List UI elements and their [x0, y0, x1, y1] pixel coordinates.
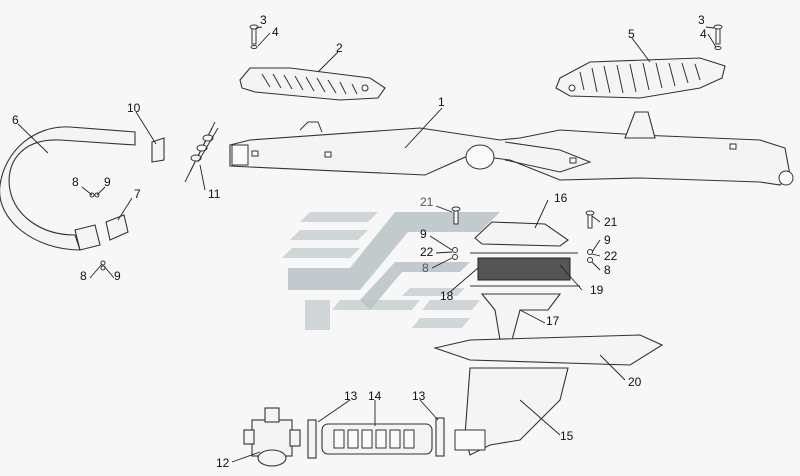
callout-8-center-right: 8	[604, 263, 611, 277]
callout-9-lower: 9	[114, 269, 121, 283]
clips-left-center	[452, 247, 458, 260]
leader-lines	[17, 37, 651, 463]
callout-19: 19	[590, 283, 604, 297]
callout-11: 11	[208, 187, 221, 201]
intake-hose-14	[321, 423, 433, 455]
spring-set-11	[184, 121, 219, 183]
carburetor-12	[243, 407, 301, 467]
callout-2: 2	[336, 41, 343, 55]
callout-labels: 1 2 3 4 3 4 5 6 7 8 9 8 9 10 11 12 13 13…	[12, 13, 707, 470]
bolt-21-left	[451, 206, 461, 225]
callout-12: 12	[216, 456, 230, 470]
callout-4-left: 4	[272, 25, 279, 39]
callout-9-center-right: 9	[604, 233, 611, 247]
exhaust-pipe	[0, 126, 136, 251]
callout-3-left: 3	[260, 13, 267, 27]
callout-15: 15	[560, 429, 574, 443]
heat-shield-right	[555, 57, 726, 99]
center-leaders	[255, 26, 717, 271]
callout-17: 17	[546, 314, 560, 328]
sleeve-10	[151, 137, 165, 163]
callout-9-upper: 9	[104, 175, 111, 189]
filter-housing-17	[480, 293, 562, 341]
tray-20	[432, 334, 664, 366]
callout-1: 1	[438, 95, 445, 109]
gasket-7	[105, 214, 129, 241]
callout-7: 7	[134, 187, 141, 201]
callout-13-right: 13	[412, 389, 426, 403]
bolt-21-right	[585, 210, 595, 229]
callout-22-left: 22	[420, 245, 434, 259]
callout-5: 5	[628, 27, 635, 41]
clip-left-lower	[100, 260, 106, 271]
heat-shield-left	[239, 67, 386, 101]
clamp-13-left	[307, 419, 317, 459]
callout-22-right: 22	[604, 249, 618, 263]
clamp-13-right	[435, 417, 445, 457]
callout-20: 20	[628, 375, 642, 389]
screw-top-left	[249, 24, 259, 49]
callout-8-center-left: 8	[422, 261, 429, 275]
intake-duct-15	[454, 367, 569, 456]
clips-right-center	[587, 249, 593, 263]
filter-cover-16	[474, 221, 569, 247]
callout-4-right: 4	[700, 27, 707, 41]
callout-3-right: 3	[698, 13, 705, 27]
filter-element-18	[470, 252, 580, 287]
callout-14: 14	[368, 389, 382, 403]
callout-10: 10	[127, 101, 141, 115]
callout-16: 16	[554, 191, 568, 205]
callout-21-left: 21	[420, 195, 434, 209]
callout-9-center-left: 9	[420, 227, 427, 241]
callout-13-left: 13	[344, 389, 358, 403]
logo-watermark-icon	[282, 212, 500, 330]
screw-top-right	[713, 24, 723, 50]
callout-8-lower: 8	[80, 269, 87, 283]
muffler-body	[229, 111, 794, 186]
callout-21-right: 21	[604, 215, 618, 229]
callout-8-upper: 8	[72, 175, 79, 189]
callout-18: 18	[440, 289, 454, 303]
callout-6: 6	[12, 113, 19, 127]
